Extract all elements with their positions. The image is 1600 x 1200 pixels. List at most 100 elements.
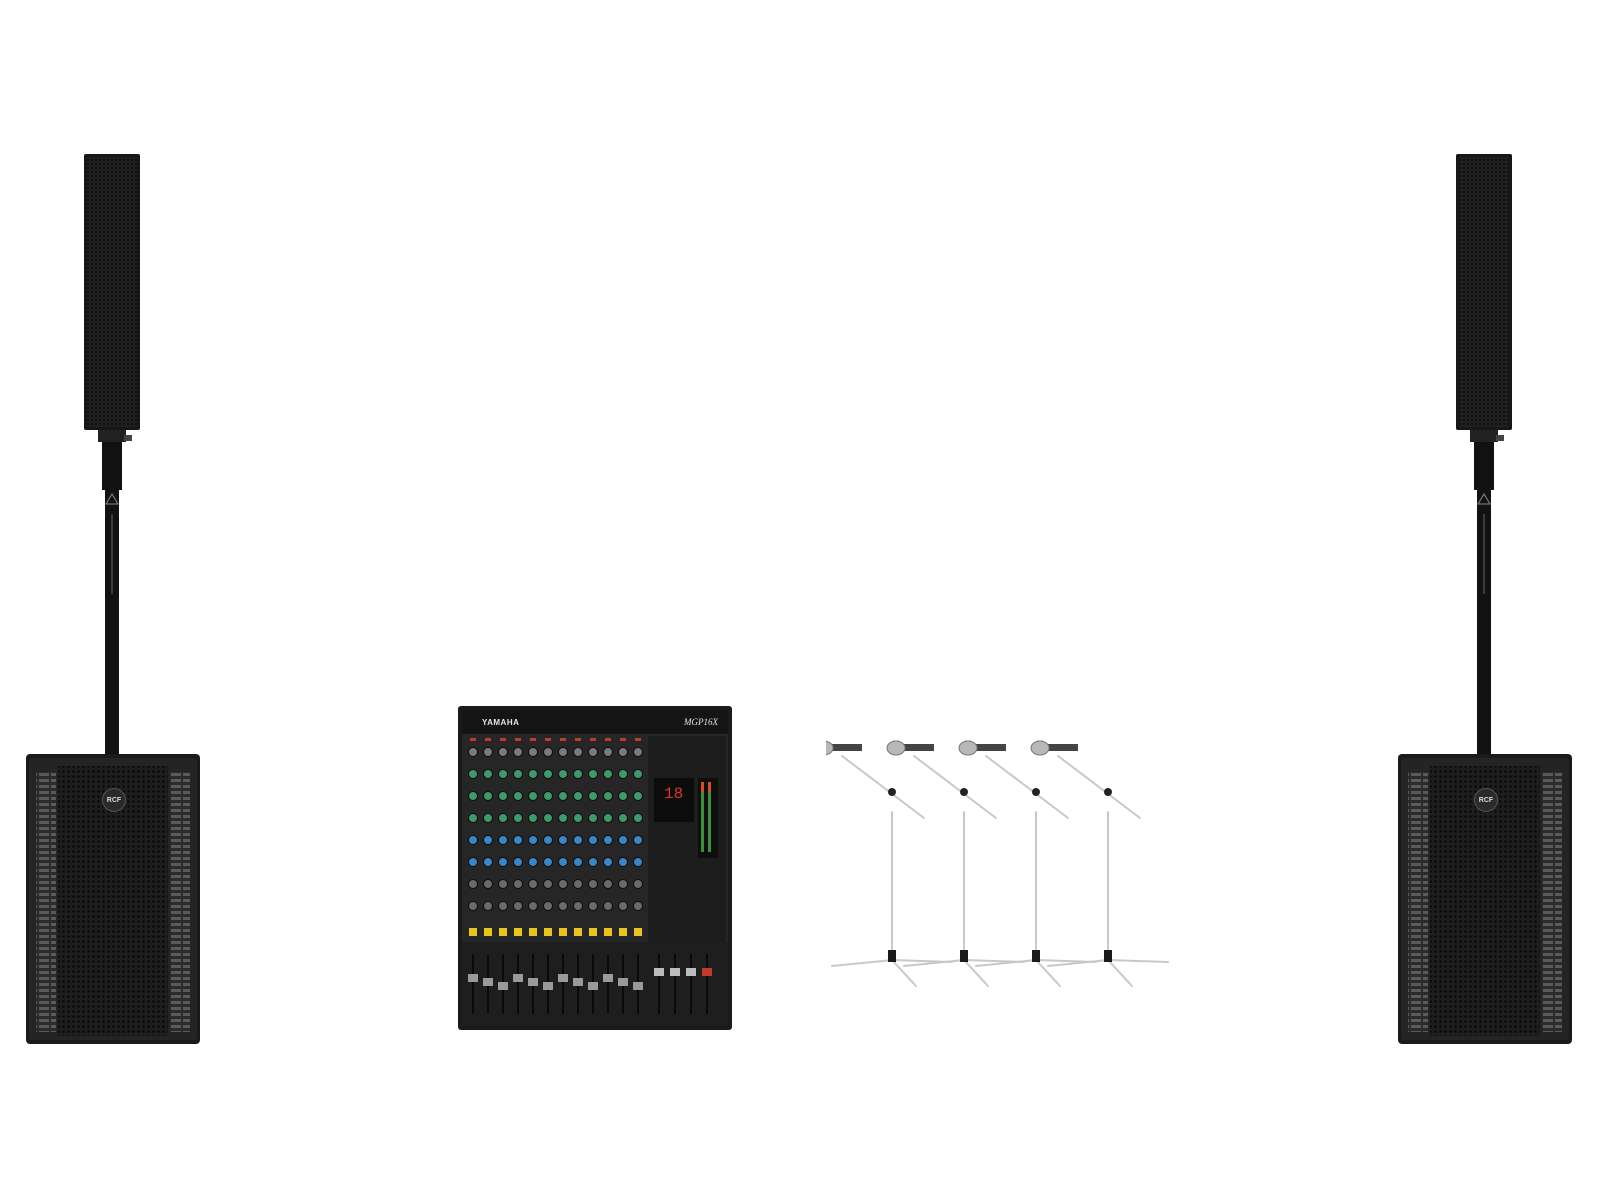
channel-indicator <box>530 738 536 741</box>
microphone-head <box>958 740 978 756</box>
channel-button <box>634 928 642 936</box>
master-fader-track <box>674 954 676 1014</box>
right-speaker-system: RCF <box>1398 154 1572 1054</box>
channel-indicator <box>500 738 506 741</box>
stand-leg <box>891 959 917 987</box>
mixer-knob <box>558 857 568 867</box>
fader-cap <box>468 974 478 982</box>
stand-clamp <box>888 950 896 962</box>
channel-indicator <box>590 738 596 741</box>
mixer-knob <box>558 901 568 911</box>
mixer-knob <box>573 769 583 779</box>
microphone-body <box>826 744 862 751</box>
mixer-knob <box>618 879 628 889</box>
mixer-knob <box>498 747 508 757</box>
speaker-logo: RCF <box>102 788 126 812</box>
mixer-knob <box>543 879 553 889</box>
master-fader-cap <box>702 968 712 976</box>
master-fader-cap <box>670 968 680 976</box>
mixer-knob <box>528 835 538 845</box>
mixer-knob <box>483 791 493 801</box>
svg-text:18: 18 <box>664 785 683 803</box>
mixer-knob <box>468 813 478 823</box>
mixer-knob <box>588 769 598 779</box>
mixer-knob <box>618 857 628 867</box>
mixer-knob <box>558 813 568 823</box>
mixer-knob <box>633 791 643 801</box>
mixer-knob <box>483 879 493 889</box>
fader-cap <box>573 978 583 986</box>
mixer-knob <box>558 835 568 845</box>
mixer-knob <box>513 857 523 867</box>
mixer-knob <box>543 747 553 757</box>
mixer-knob <box>618 791 628 801</box>
mixer-knob <box>573 857 583 867</box>
mixer-knob <box>558 769 568 779</box>
microphone-head <box>1030 740 1050 756</box>
master-fader-cap <box>654 968 664 976</box>
mixer-knob <box>513 747 523 757</box>
stand-leg <box>1107 959 1133 987</box>
master-fader-cap <box>686 968 696 976</box>
speaker-pole <box>1477 490 1491 760</box>
mixer-knob <box>588 747 598 757</box>
fader-cap <box>483 978 493 986</box>
boom-arm <box>985 755 1069 819</box>
fader-track <box>517 954 519 1014</box>
stand-clamp <box>1032 950 1040 962</box>
mixer-knob <box>618 835 628 845</box>
mixer-knob <box>588 813 598 823</box>
stand-leg <box>1035 959 1061 987</box>
mixer-knob <box>513 835 523 845</box>
channel-indicator <box>545 738 551 741</box>
mixer-knob <box>483 747 493 757</box>
mixer-knob <box>618 813 628 823</box>
mixer-knob <box>498 791 508 801</box>
boom-arm <box>841 755 925 819</box>
stand-leg <box>963 959 989 987</box>
right-speaker-graphic <box>1398 154 1572 1044</box>
fader-cap <box>558 974 568 982</box>
mixer-knob <box>558 747 568 757</box>
channel-indicator <box>560 738 566 741</box>
fader-cap <box>603 974 613 982</box>
mixer-knob <box>588 857 598 867</box>
fader-cap <box>618 978 628 986</box>
mixer-knob <box>528 747 538 757</box>
mixer-knob <box>633 813 643 823</box>
fader-cap <box>498 982 508 990</box>
mixer-knob <box>618 769 628 779</box>
mixer-knob <box>513 769 523 779</box>
mixer-knob <box>513 791 523 801</box>
mixer-knob <box>528 791 538 801</box>
mixer-knob <box>588 901 598 911</box>
stand-clamp <box>1104 950 1112 962</box>
left-speaker-graphic <box>26 154 200 1044</box>
channel-button <box>559 928 567 936</box>
mixer-knob <box>468 879 478 889</box>
channel-indicator <box>575 738 581 741</box>
channel-button <box>544 928 552 936</box>
mixer-knob <box>573 901 583 911</box>
microphone-stands <box>826 736 1176 1006</box>
fader-track <box>607 954 609 1014</box>
microphone-body <box>898 744 934 751</box>
mixer-knob <box>498 769 508 779</box>
mixer-knob <box>468 769 478 779</box>
mixer-knob <box>543 901 553 911</box>
mixer-knob <box>603 791 613 801</box>
fader-cap <box>633 982 643 990</box>
mixer-knob <box>543 857 553 867</box>
microphone-head <box>826 740 834 756</box>
microphone-stands-graphic <box>826 740 1169 987</box>
mixer-model-label: MGP16X <box>684 717 718 727</box>
mixer-knob <box>528 813 538 823</box>
mixer-knob <box>573 835 583 845</box>
microphone-body <box>1042 744 1078 751</box>
mixer-knob <box>543 791 553 801</box>
mixer-knob <box>498 901 508 911</box>
boom-joint <box>1032 788 1040 796</box>
mixer-knob <box>603 747 613 757</box>
mixer-knob <box>513 813 523 823</box>
channel-indicator <box>605 738 611 741</box>
